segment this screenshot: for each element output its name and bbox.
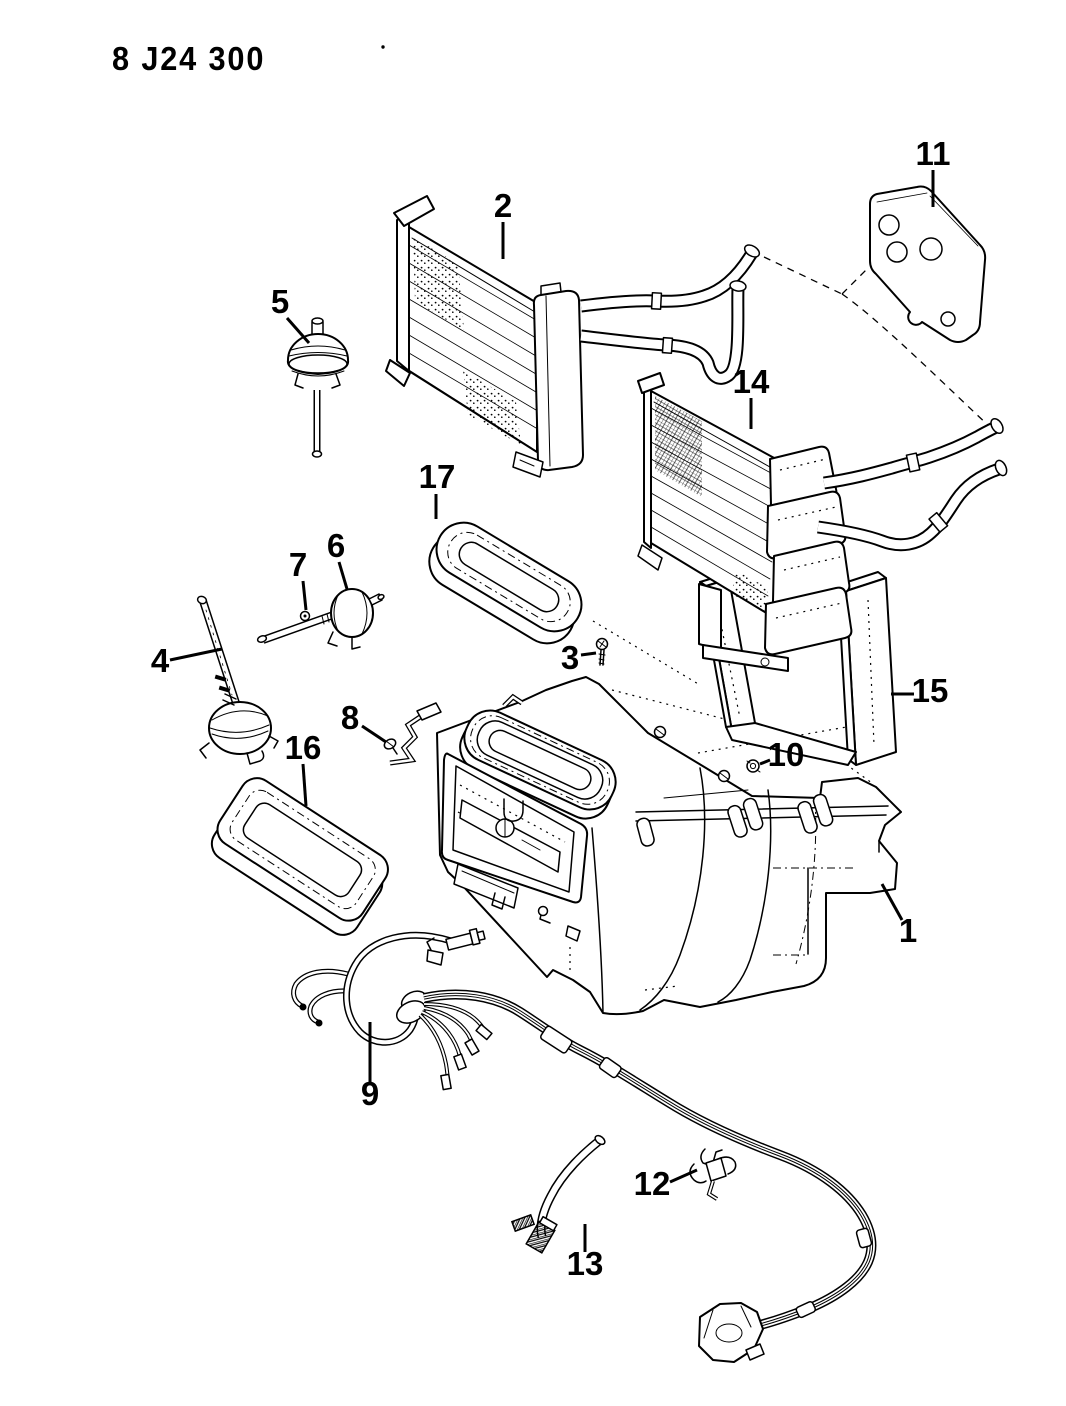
- core-fins: [650, 396, 783, 612]
- part-16-rect-seal: [210, 777, 389, 936]
- callout-label-3: 3: [561, 639, 579, 676]
- part-3-screw: [595, 637, 609, 666]
- callout-1: 1: [880, 883, 917, 949]
- callout-13: 13: [567, 1224, 604, 1282]
- callout-9: 9: [361, 1022, 379, 1112]
- pigtail-wires: [291, 968, 349, 1027]
- callout-label-9: 9: [361, 1075, 379, 1112]
- vacuum-bracket: [389, 693, 524, 766]
- part-4-actuator-rod: [196, 595, 279, 765]
- air-inlet-collar: [459, 709, 617, 820]
- callout-7: 7: [289, 546, 308, 611]
- callout-2: 2: [494, 187, 512, 259]
- part-1-housing: [291, 676, 902, 1027]
- callout-3: 3: [561, 639, 597, 676]
- branch-wires: [418, 1002, 493, 1091]
- core-fins: [408, 237, 537, 445]
- callout-12: 12: [634, 1165, 698, 1202]
- callout-label-13: 13: [567, 1245, 604, 1282]
- callout-15: 15: [891, 672, 948, 709]
- callout-label-10: 10: [768, 736, 805, 773]
- callout-label-11: 11: [916, 135, 951, 172]
- core-bracket: [698, 583, 789, 672]
- callout-label-2: 2: [494, 187, 512, 224]
- parting-rail: [635, 789, 889, 847]
- callout-label-12: 12: [634, 1165, 671, 1202]
- mount-flange: [773, 841, 880, 956]
- part-10-nut: [746, 759, 761, 773]
- callout-14: 14: [733, 363, 770, 429]
- core-tank-stack: [764, 445, 853, 656]
- heater-hoses: [580, 244, 761, 385]
- part-9-cable-harness: [342, 927, 877, 1363]
- callout-label-16: 16: [285, 729, 322, 766]
- lower-door: [453, 863, 581, 970]
- part-14-evaporator-core: [637, 372, 1008, 672]
- callout-label-15: 15: [912, 672, 949, 709]
- figure-number: 8 J24 300: [112, 40, 266, 77]
- part-17-oval-seal: [428, 521, 583, 645]
- callout-11: 11: [916, 135, 951, 207]
- main-cable: [422, 989, 877, 1332]
- callout-10: 10: [759, 736, 805, 773]
- part-6-actuator: [256, 588, 385, 650]
- callout-label-14: 14: [733, 363, 770, 400]
- cable-end-connector: [698, 1302, 765, 1363]
- part-5-vacuum-actuator: [286, 317, 350, 458]
- callouts: 1 2 3 4 5 6 7: [151, 135, 951, 1282]
- callout-4: 4: [151, 642, 223, 679]
- callout-6: 6: [327, 527, 349, 590]
- part-12-cable-clip: [689, 1148, 737, 1201]
- callout-label-1: 1: [899, 912, 917, 949]
- callout-17: 17: [419, 458, 456, 519]
- part-13-drain-hose: [510, 1134, 606, 1254]
- core-tank: [532, 289, 584, 472]
- front-vent-recess: [440, 752, 589, 904]
- part-11-mounting-plate: [869, 185, 987, 343]
- housing-screw: [653, 725, 731, 783]
- callout-label-6: 6: [327, 527, 345, 564]
- callout-label-8: 8: [341, 699, 359, 736]
- part-7-grommet: [299, 610, 311, 622]
- callout-label-17: 17: [419, 458, 456, 495]
- callout-label-4: 4: [151, 642, 170, 679]
- part-8-screw: [383, 738, 398, 755]
- callout-5: 5: [271, 283, 311, 344]
- evaporator-tubes: [817, 417, 1008, 552]
- callout-label-5: 5: [271, 283, 289, 320]
- scan-dot: [381, 45, 385, 49]
- callout-8: 8: [341, 699, 387, 744]
- callout-16: 16: [285, 729, 322, 807]
- callout-label-7: 7: [289, 546, 307, 583]
- part-2-heater-core: [385, 195, 761, 478]
